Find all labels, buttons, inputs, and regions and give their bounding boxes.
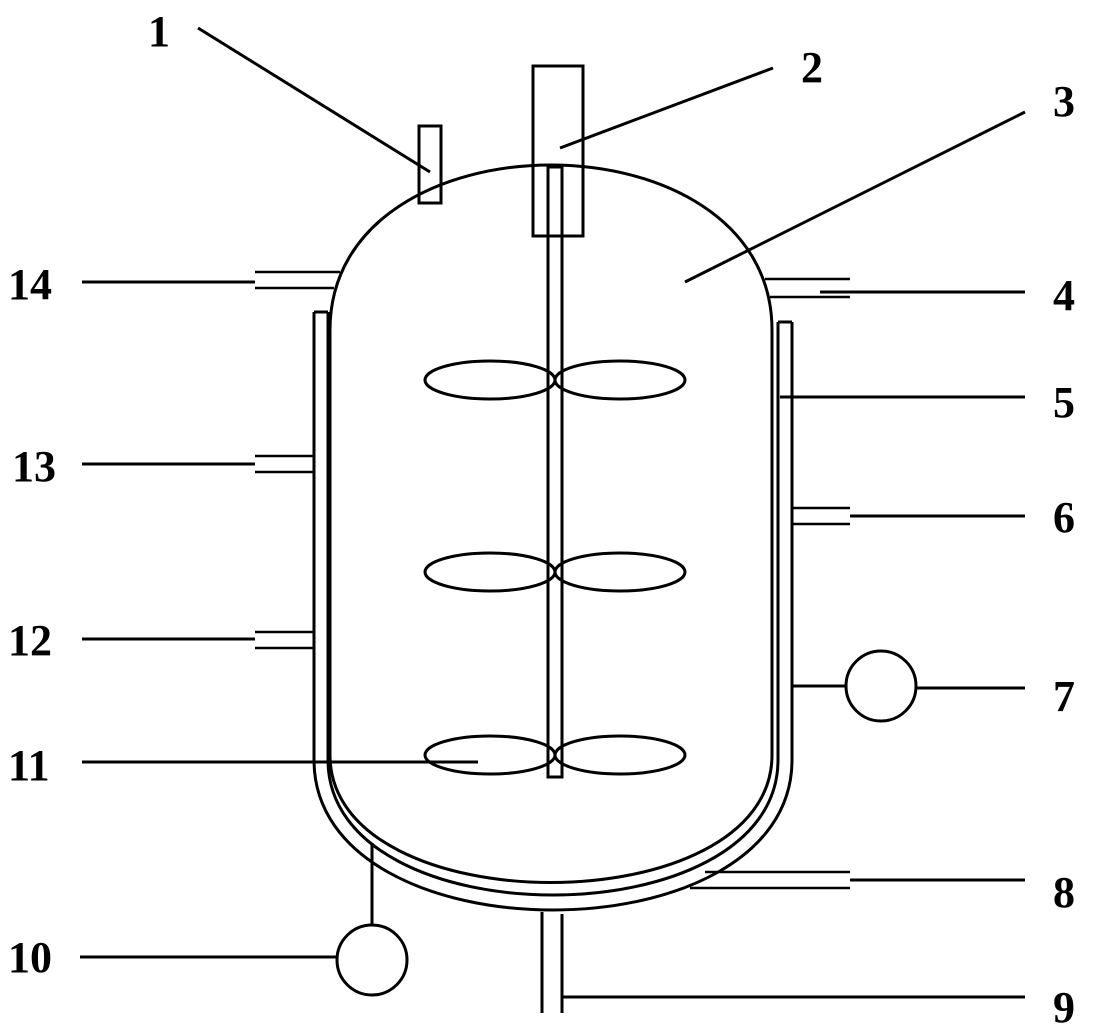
nozzle-6 bbox=[792, 506, 850, 526]
jacket-outer bbox=[312, 312, 794, 912]
label-5: 5 bbox=[1053, 378, 1075, 427]
nozzle-13 bbox=[255, 454, 314, 474]
motor bbox=[531, 64, 585, 238]
label-14: 14 bbox=[8, 260, 52, 309]
impeller-bottom bbox=[423, 734, 687, 776]
label-2: 2 bbox=[801, 43, 823, 92]
leader-3 bbox=[684, 110, 1026, 284]
discharge-pipe bbox=[540, 912, 564, 1013]
nozzle-4 bbox=[765, 277, 850, 299]
gauge-7 bbox=[844, 649, 918, 723]
label-13: 13 bbox=[12, 442, 56, 491]
label-1: 1 bbox=[148, 7, 170, 56]
label-11: 11 bbox=[8, 741, 50, 790]
label-7: 7 bbox=[1053, 672, 1075, 721]
label-9: 9 bbox=[1053, 983, 1075, 1032]
jacket-inner bbox=[326, 312, 780, 897]
label-8: 8 bbox=[1053, 868, 1075, 917]
leader-2 bbox=[559, 66, 774, 150]
label-12: 12 bbox=[8, 616, 52, 665]
label-4: 4 bbox=[1053, 271, 1075, 320]
vessel-wall bbox=[328, 163, 774, 884]
label-10: 10 bbox=[8, 933, 52, 982]
stirring-shaft bbox=[546, 165, 564, 779]
nozzle-12 bbox=[255, 630, 314, 650]
label-6: 6 bbox=[1053, 493, 1075, 542]
impeller-top bbox=[423, 359, 687, 401]
leader-1 bbox=[197, 26, 431, 174]
nozzle-14 bbox=[255, 270, 340, 290]
label-3: 3 bbox=[1053, 77, 1075, 126]
impeller-middle bbox=[423, 551, 687, 593]
gauge-10 bbox=[335, 923, 409, 997]
nozzle-8 bbox=[690, 870, 850, 890]
